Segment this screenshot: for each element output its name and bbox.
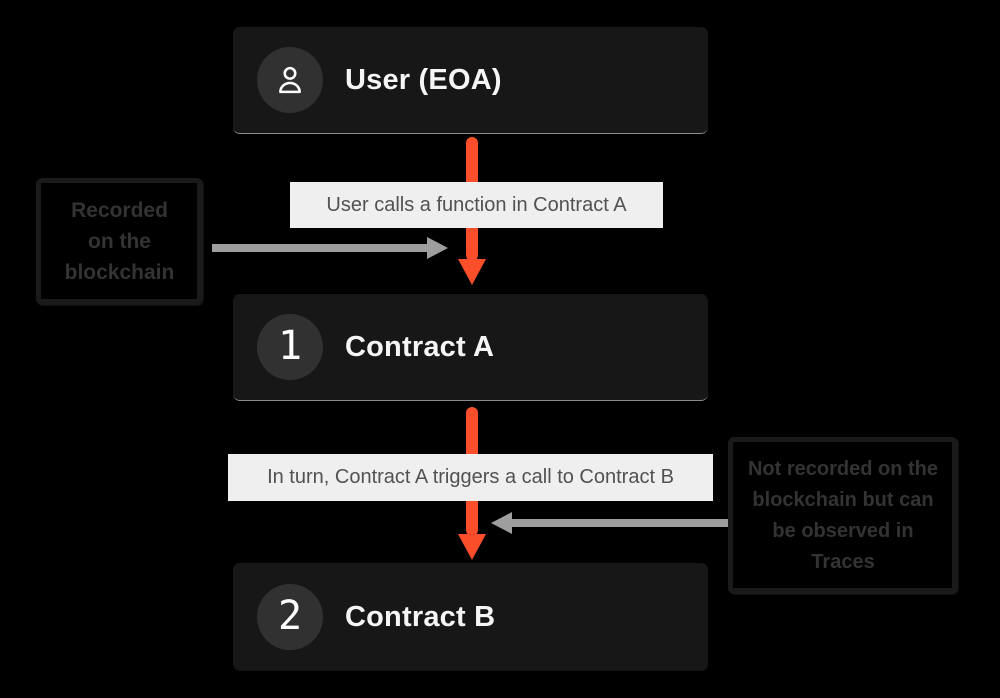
annotation-line: blockchain [64,261,175,284]
node-contract-b: 2 Contract B [233,563,708,671]
annotation-line: Not recorded on the [747,457,938,480]
arrow-recorded-annotation-head-icon [427,237,448,259]
node-contract-a: 1 Contract A [233,294,708,401]
user-avatar-circle [257,47,323,113]
node-contract-a-label: Contract A [345,330,495,363]
arrow-contract-a-to-b-head-icon [458,534,486,560]
contract-a-number: 1 [277,322,303,369]
contract-b-number: 2 [277,592,303,639]
annotation-line: Recorded [71,199,168,222]
flow-label-call-1: User calls a function in Contract A [290,182,663,228]
annotation-line: be observed in [772,519,914,542]
arrow-recorded-annotation-line [212,244,428,252]
node-user-eoa: User (EOA) [233,27,708,134]
arrow-traces-annotation-head-icon [491,512,512,534]
annotation-not-recorded-traces: Not recorded on the blockchain but can b… [728,437,958,594]
contract-a-number-circle: 1 [257,314,323,380]
annotation-recorded-on-blockchain: Recorded on the blockchain [36,178,203,305]
annotation-line: blockchain but can [752,488,934,511]
contract-b-number-circle: 2 [257,584,323,650]
annotation-line: on the [88,230,151,253]
user-icon [279,66,301,94]
arrow-traces-annotation-line [511,519,728,527]
arrow-user-to-contract-a-head-icon [458,259,486,285]
node-contract-b-label: Contract B [345,600,496,633]
annotation-line: Traces [811,550,875,573]
flow-label-call-2: In turn, Contract A triggers a call to C… [228,454,713,501]
node-user-label: User (EOA) [345,63,502,96]
